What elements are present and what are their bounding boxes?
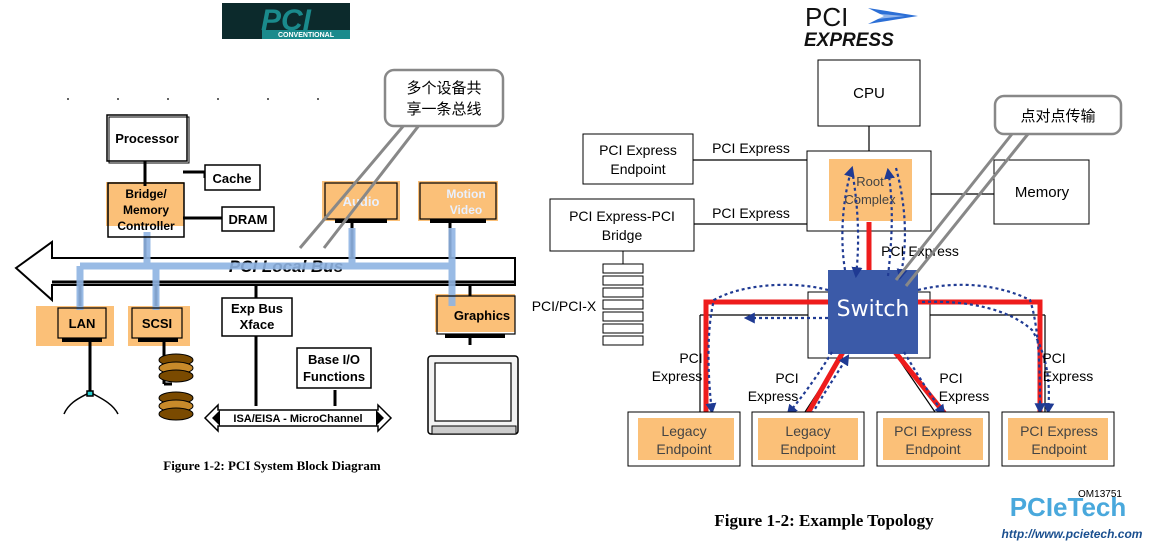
pci-x-label: PCI/PCI-X — [532, 298, 597, 314]
svg-text:Exp Bus: Exp Bus — [231, 301, 283, 316]
scsi-label: SCSI — [142, 316, 172, 331]
shared-bus-highlight — [76, 228, 456, 310]
processor-box: Processor — [106, 114, 190, 164]
lan-box: LAN — [57, 307, 107, 342]
svg-text:Express: Express — [939, 388, 990, 404]
svg-text:Complex: Complex — [844, 192, 896, 207]
link-label-bridge: PCI Express — [712, 205, 790, 221]
pcie-pci-bridge-box: PCI Express-PCI Bridge — [549, 198, 695, 252]
graphics-label: Graphics — [454, 308, 510, 323]
svg-text:Controller: Controller — [117, 219, 175, 233]
pcie-endpoint-3: PCI Express Endpoint — [876, 411, 990, 467]
svg-text:PCI: PCI — [775, 370, 798, 386]
svg-text:点对点传输: 点对点传输 — [1020, 107, 1095, 125]
cpu-box: CPU — [817, 59, 921, 127]
graphics-box: Graphics — [436, 295, 516, 338]
svg-text:Endpoint: Endpoint — [1031, 441, 1086, 457]
pcie-endpoint-4: PCI Express Endpoint — [1001, 411, 1115, 467]
lan-label: LAN — [69, 316, 96, 331]
svg-text:Switch: Switch — [837, 297, 910, 322]
link-label-endpoint: PCI Express — [712, 140, 790, 156]
svg-text:Endpoint: Endpoint — [610, 161, 665, 177]
svg-text:http://www.pcietech.com: http://www.pcietech.com — [1002, 527, 1143, 541]
isa-bus-label: ISA/EISA - MicroChannel — [233, 413, 362, 425]
om-code: OM13751 — [1078, 489, 1122, 500]
pci-local-bus: PCI Local Bus — [14, 240, 516, 303]
svg-text:PCI: PCI — [679, 350, 702, 366]
dram-label: DRAM — [229, 212, 268, 227]
monitor-icon — [427, 355, 519, 435]
svg-text:PCI Express: PCI Express — [599, 142, 677, 158]
svg-text:PCI: PCI — [939, 370, 962, 386]
svg-text:PCI Express: PCI Express — [1020, 423, 1098, 439]
motion-video-box: Motion Video — [419, 182, 497, 223]
point-to-point-callout: 点对点传输 — [894, 94, 1123, 287]
traffic-flow-lines — [705, 165, 1055, 416]
dram-box: DRAM — [221, 206, 275, 232]
pci-conventional-logo: PCI CONVENTIONAL — [222, 3, 350, 39]
svg-text:享一条总线: 享一条总线 — [406, 100, 481, 118]
scsi-box: SCSI — [131, 307, 183, 342]
pci-express-logo: PCI EXPRESS — [804, 2, 918, 51]
cache-box: Cache — [204, 164, 261, 191]
svg-text:多个设备共: 多个设备共 — [406, 79, 481, 97]
svg-text:CPU: CPU — [853, 85, 885, 102]
svg-text:Functions: Functions — [303, 369, 365, 384]
switch-box: Switch — [828, 270, 918, 354]
svg-text:Root: Root — [856, 174, 884, 189]
disk-drive-icon — [158, 353, 194, 421]
lan-cable-icon — [63, 390, 119, 415]
svg-text:Endpoint: Endpoint — [656, 441, 711, 457]
cache-label: Cache — [212, 171, 251, 186]
pcie-endpoint-top-box: PCI Express Endpoint — [582, 133, 694, 185]
svg-text:Legacy: Legacy — [785, 423, 830, 439]
legacy-endpoint-2: Legacy Endpoint — [751, 411, 865, 467]
left-figure-caption: Figure 1-2: PCI System Block Diagram — [163, 458, 381, 473]
svg-text:Memory: Memory — [123, 203, 169, 217]
legacy-endpoint-1: Legacy Endpoint — [627, 411, 741, 467]
exp-bus-xface-box: Exp Bus Xface — [221, 297, 293, 337]
svg-text:Express: Express — [652, 368, 703, 384]
svg-text:Xface: Xface — [240, 317, 275, 332]
isa-eisa-bus: ISA/EISA - MicroChannel — [203, 403, 393, 433]
svg-text:Express: Express — [1043, 368, 1094, 384]
shared-bus-callout: 多个设备共 享一条总线 — [298, 68, 505, 249]
svg-text:Motion: Motion — [446, 187, 485, 201]
root-complex-box: Root Complex — [806, 150, 932, 232]
svg-text:PCI: PCI — [805, 2, 848, 32]
processor-label: Processor — [115, 131, 179, 146]
pcietech-watermark: PCIeTech http://www.pcietech.com — [1002, 492, 1143, 541]
memory-box: Memory — [993, 159, 1090, 225]
right-figure-caption: Figure 1-2: Example Topology — [714, 511, 934, 530]
svg-text:Base I/O: Base I/O — [308, 352, 360, 367]
pci-x-slot-stack — [602, 251, 644, 346]
svg-text:Express: Express — [748, 388, 799, 404]
pci-logo-subtext: CONVENTIONAL — [278, 32, 335, 39]
svg-text:Legacy: Legacy — [661, 423, 706, 439]
svg-text:Memory: Memory — [1015, 184, 1070, 201]
svg-text:Bridge/: Bridge/ — [125, 187, 167, 201]
svg-text:PCI Express: PCI Express — [894, 423, 972, 439]
svg-text:Bridge: Bridge — [602, 227, 643, 243]
svg-text:PCI Express-PCI: PCI Express-PCI — [569, 208, 675, 224]
svg-text:PCIeTech: PCIeTech — [1010, 492, 1127, 522]
svg-text:Video: Video — [450, 203, 482, 217]
svg-text:EXPRESS: EXPRESS — [804, 30, 894, 51]
base-io-functions-box: Base I/O Functions — [296, 347, 372, 389]
svg-text:Endpoint: Endpoint — [905, 441, 960, 457]
bridge-memory-controller-box: Bridge/ Memory Controller — [107, 182, 185, 238]
svg-text:Endpoint: Endpoint — [780, 441, 835, 457]
svg-text:PCI: PCI — [1042, 350, 1065, 366]
